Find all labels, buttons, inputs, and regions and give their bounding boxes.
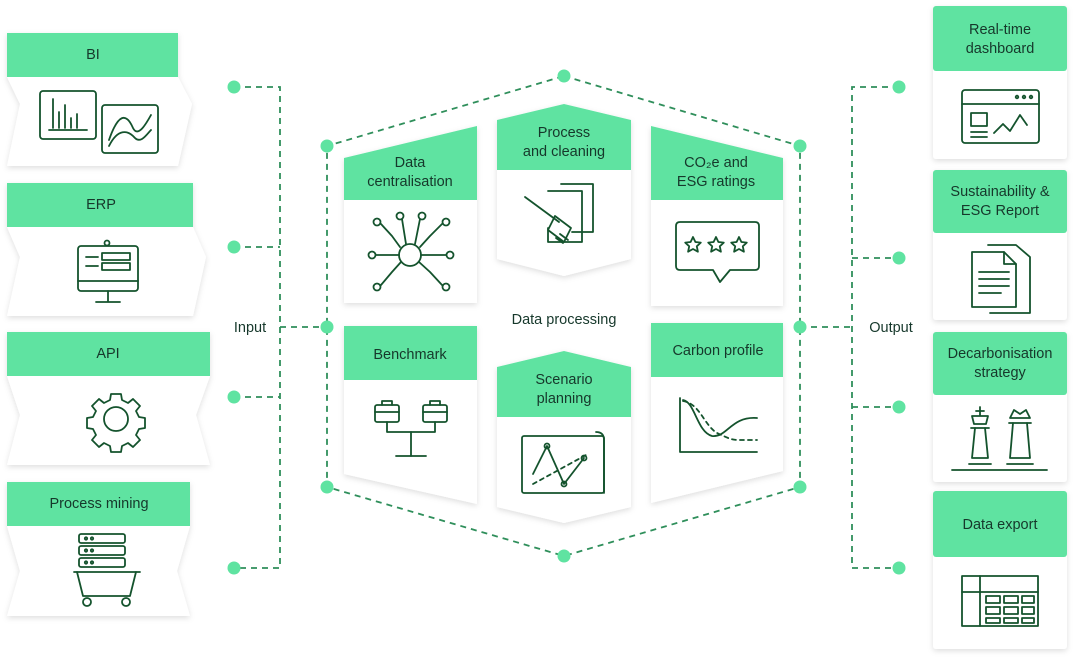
processing-title: Carbon profile [672, 343, 763, 359]
hub-network-icon [367, 211, 455, 292]
processing-title: ESG ratings [677, 174, 755, 190]
star-rating-icon [675, 221, 760, 283]
output-title: Real-time [969, 22, 1031, 38]
input-card-erp [7, 183, 206, 316]
input-title: API [96, 346, 119, 362]
chess-pieces-icon [951, 406, 1048, 471]
connector-dot [320, 480, 334, 494]
documents-broom-icon [524, 183, 594, 244]
output-title: ESG Report [961, 203, 1039, 219]
processing-card-co2e-esg-ratings [651, 126, 783, 306]
input-title: Process mining [49, 496, 148, 512]
connector-dot [557, 549, 571, 563]
processing-title: Data [395, 155, 427, 171]
connector-dot [892, 80, 906, 94]
monitor-dashboard-icon [77, 239, 139, 303]
output-title: dashboard [966, 41, 1035, 57]
browser-chart-icon [961, 89, 1040, 144]
processing-title: Process [538, 125, 590, 141]
output-title: Decarbonisation [948, 346, 1053, 362]
connector-dot [320, 139, 334, 153]
report-document-icon [971, 244, 1031, 314]
connector-dot [793, 480, 807, 494]
connector-dot [227, 561, 241, 575]
output-title: Data export [963, 517, 1038, 533]
input-label: Input [234, 320, 266, 336]
output-label: Output [869, 320, 913, 336]
output-card-decarbonisation-strategy [933, 332, 1067, 482]
output-title: strategy [974, 365, 1026, 381]
connector-dot [557, 69, 571, 83]
database-minecart-icon [73, 533, 141, 607]
declining-curve-icon [679, 397, 758, 453]
processing-title: Scenario [535, 372, 592, 388]
plan-map-icon [521, 431, 605, 494]
processing-card-process-and-cleaning [497, 104, 631, 276]
connector-dot [892, 400, 906, 414]
spreadsheet-table-icon [961, 575, 1039, 627]
connector-dot [892, 251, 906, 265]
connector-dot [227, 240, 241, 254]
connector-dot [892, 561, 906, 575]
processing-card-data-centralisation [344, 126, 477, 303]
processing-title: planning [537, 391, 592, 407]
output-card-real-time-dashboard [933, 6, 1067, 159]
connector-dot [227, 390, 241, 404]
processing-card-scenario-planning [497, 351, 631, 523]
input-title: BI [86, 47, 100, 63]
connector-dot [793, 320, 807, 334]
connector-dot [227, 80, 241, 94]
connector-dot [793, 139, 807, 153]
processing-title: CO₂e and [684, 155, 748, 171]
processing-title: Benchmark [373, 347, 447, 363]
processing-title: and cleaning [523, 144, 605, 160]
gear-icon [86, 393, 146, 453]
bar-chart-and-line-chart-icon [39, 90, 159, 154]
data-processing-label: Data processing [512, 312, 617, 328]
input-card-api [7, 332, 210, 465]
processing-title: centralisation [367, 174, 452, 190]
input-title: ERP [86, 197, 116, 213]
briefcase-scale-icon [374, 400, 448, 457]
connector-dot [320, 320, 334, 334]
output-title: Sustainability & [950, 184, 1049, 200]
processing-card-benchmark [344, 326, 477, 504]
input-card-process-mining [7, 482, 190, 616]
connector-dots [227, 69, 906, 575]
input-card-bi [7, 33, 192, 166]
processing-card-carbon-profile [651, 323, 783, 503]
